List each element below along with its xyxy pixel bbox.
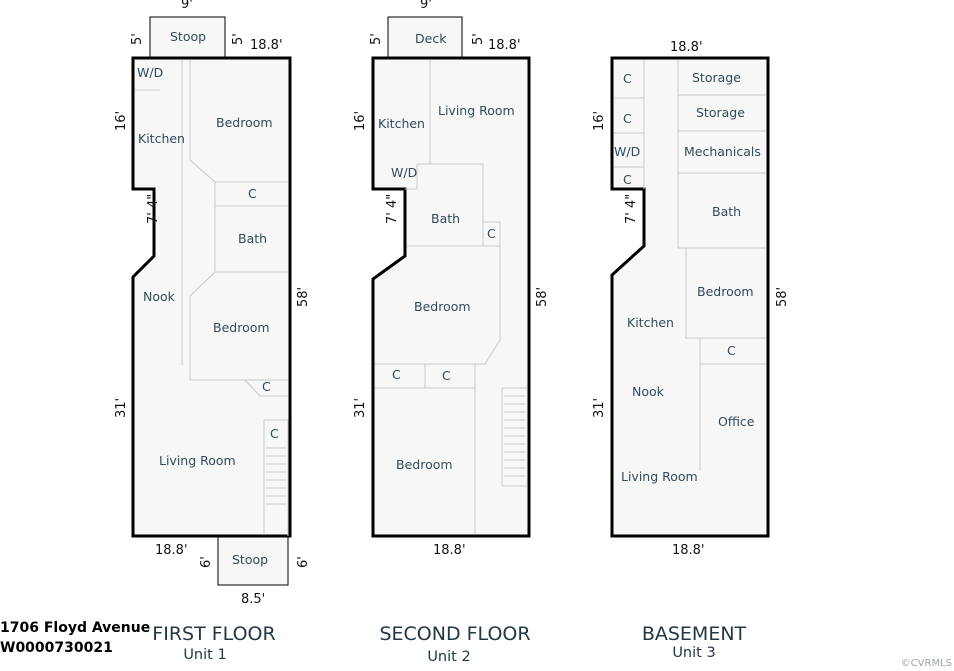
dimension-label: 6' xyxy=(296,556,311,568)
room-label-kitchen: Kitchen xyxy=(378,116,425,131)
dimension-label: 16' xyxy=(353,111,368,131)
basement-plan: C C W/D C Storage Storage Mechanicals Ba… xyxy=(592,40,790,558)
dimension-label: 5' xyxy=(130,33,145,45)
room-label-office: Office xyxy=(718,414,755,429)
room-label-closet: C xyxy=(623,71,632,86)
bottom-stoop xyxy=(217,536,289,586)
dimension-label: 18.8' xyxy=(670,40,703,55)
dimension-label: 5' xyxy=(369,33,384,45)
room-label-bedroom: Bedroom xyxy=(414,299,471,314)
dimension-label: 5' xyxy=(231,33,246,45)
room-label-stoop: Stoop xyxy=(170,29,206,44)
dimension-label: 8.5' xyxy=(241,592,265,607)
first-floor-plan: W/D Kitchen Bedroom C Bath Nook Bedroom … xyxy=(114,0,311,607)
dimension-label: 18.8' xyxy=(488,38,521,53)
dimension-label: 7' 4" xyxy=(146,194,161,224)
room-label-bath: Bath xyxy=(238,231,267,246)
top-stoop xyxy=(149,16,226,58)
floor-title-first: FIRST FLOOR xyxy=(152,623,276,645)
room-label-closet: C xyxy=(487,226,496,241)
room-label-living-room: Living Room xyxy=(159,453,236,468)
dimension-label: 18.8' xyxy=(433,543,466,558)
dimension-label: 16' xyxy=(114,111,129,131)
floor-unit-basement: Unit 3 xyxy=(672,645,716,661)
room-label-living-room: Living Room xyxy=(621,469,698,484)
room-label-bedroom: Bedroom xyxy=(213,320,270,335)
room-label-closet: C xyxy=(442,368,451,383)
room-label-living-room: Living Room xyxy=(438,103,515,118)
room-label-closet: C xyxy=(727,343,736,358)
dimension-label: 58' xyxy=(296,287,311,307)
floor-unit-second: Unit 2 xyxy=(427,649,471,665)
dimension-label: 5' xyxy=(471,33,486,45)
room-label-closet: C xyxy=(623,172,632,187)
room-label-bath: Bath xyxy=(431,211,460,226)
room-label-wd: W/D xyxy=(137,65,163,80)
room-label-nook: Nook xyxy=(143,289,176,304)
dimension-label: 31' xyxy=(114,398,129,418)
address-line: 1706 Floyd Avenue xyxy=(0,620,151,636)
room-label-bedroom: Bedroom xyxy=(216,115,273,130)
room-label-kitchen: Kitchen xyxy=(627,315,674,330)
dimension-label: 18.8' xyxy=(672,543,705,558)
second-floor-outline xyxy=(371,56,531,538)
room-label-mechanicals: Mechanicals xyxy=(684,144,761,159)
listing-id: W0000730021 xyxy=(0,640,113,656)
room-label-bedroom: Bedroom xyxy=(396,457,453,472)
room-label-closet: C xyxy=(270,426,279,441)
deck xyxy=(387,16,463,59)
room-label-kitchen: Kitchen xyxy=(138,131,185,146)
room-label-nook: Nook xyxy=(632,384,665,399)
dimension-label: 16' xyxy=(592,111,607,131)
second-floor-plan: Kitchen Living Room W/D Bath C Bedroom C… xyxy=(353,0,550,558)
basement-outline xyxy=(610,56,770,538)
first-floor-outline xyxy=(131,56,292,538)
dimension-label: 9' xyxy=(181,0,193,12)
dimension-label: 9' xyxy=(420,0,432,12)
room-label-stoop: Stoop xyxy=(232,552,268,567)
dimension-label: 31' xyxy=(592,398,607,418)
room-label-closet: C xyxy=(248,186,257,201)
room-label-bath: Bath xyxy=(712,204,741,219)
floor-title-basement: BASEMENT xyxy=(641,623,747,645)
dimension-label: 7' 4" xyxy=(624,194,639,224)
dimension-label: 58' xyxy=(535,287,550,307)
room-label-storage: Storage xyxy=(696,105,745,120)
dimension-label: 31' xyxy=(353,398,368,418)
dimension-label: 18.8' xyxy=(250,38,283,53)
room-label-closet: C xyxy=(392,367,401,382)
dimension-label: 58' xyxy=(775,287,790,307)
room-label-storage: Storage xyxy=(692,70,741,85)
copyright-watermark: ©CVRMLS xyxy=(900,658,952,669)
room-label-closet: C xyxy=(623,111,632,126)
room-label-bedroom: Bedroom xyxy=(697,284,754,299)
room-label-wd: W/D xyxy=(391,165,417,180)
floor-unit-first: Unit 1 xyxy=(183,647,227,663)
dimension-label: 6' xyxy=(199,556,214,568)
room-label-wd: W/D xyxy=(614,144,640,159)
floor-title-second: SECOND FLOOR xyxy=(379,623,531,645)
dimension-label: 7' 4" xyxy=(385,194,400,224)
room-label-closet: C xyxy=(262,379,271,394)
room-label-deck: Deck xyxy=(415,31,447,46)
dimension-label: 18.8' xyxy=(155,543,188,558)
